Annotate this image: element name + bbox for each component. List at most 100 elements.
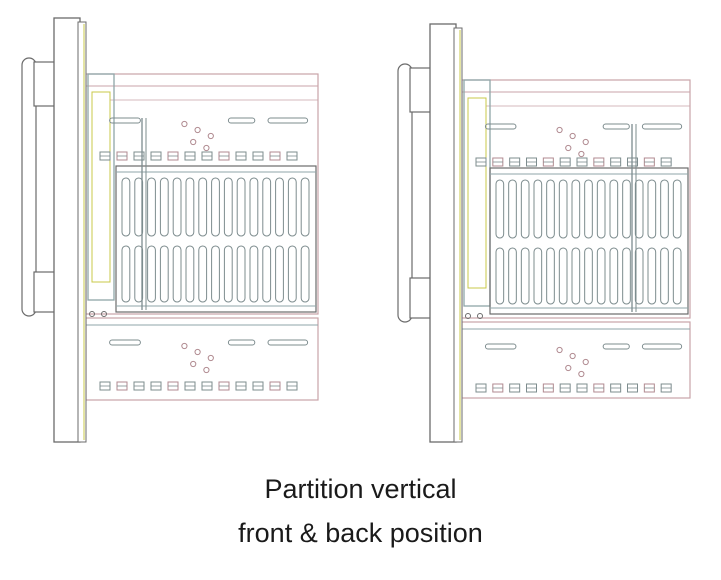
handle-bracket-bottom bbox=[409, 277, 433, 319]
card-slot bbox=[622, 247, 631, 305]
caption-line-2: front & back position bbox=[238, 518, 483, 548]
port bbox=[578, 150, 585, 158]
card-slot bbox=[520, 247, 530, 305]
handle-bar bbox=[397, 63, 413, 323]
card-slot bbox=[287, 177, 297, 237]
card-slot bbox=[533, 179, 543, 239]
port bbox=[194, 348, 201, 356]
card-slot bbox=[147, 245, 156, 303]
card-slot bbox=[634, 179, 644, 239]
connector-row-bottom bbox=[475, 343, 683, 393]
connector-row-top bbox=[99, 117, 309, 161]
card-slot bbox=[660, 179, 669, 239]
card-slot bbox=[147, 177, 156, 237]
connector bbox=[267, 117, 309, 124]
card-slot bbox=[520, 179, 530, 239]
card-slot bbox=[647, 179, 657, 239]
slot-row-upper bbox=[121, 177, 310, 237]
card-slot bbox=[558, 247, 568, 305]
card-slot bbox=[300, 245, 310, 303]
card-slot bbox=[584, 247, 593, 305]
card-slot bbox=[609, 179, 619, 239]
port bbox=[203, 144, 210, 152]
connector bbox=[109, 339, 141, 346]
card-slot bbox=[198, 177, 208, 237]
connector bbox=[227, 117, 256, 124]
connector bbox=[484, 123, 517, 130]
card-slot bbox=[533, 247, 543, 305]
slot-row-upper bbox=[495, 179, 682, 239]
card-slot bbox=[198, 245, 208, 303]
card-slot bbox=[262, 245, 272, 303]
card-slot bbox=[223, 245, 233, 303]
card-slot bbox=[236, 245, 246, 303]
card-slot bbox=[300, 177, 310, 237]
front-position-view bbox=[21, 17, 319, 443]
card-slot bbox=[647, 247, 657, 305]
card-slot bbox=[508, 247, 517, 305]
card-slot bbox=[546, 179, 555, 239]
handle-bracket-top bbox=[409, 67, 433, 113]
chassis-upper bbox=[85, 73, 319, 315]
connector-row-top bbox=[475, 123, 683, 167]
port bbox=[569, 132, 576, 140]
port bbox=[190, 360, 197, 368]
card-slot-area bbox=[489, 167, 689, 315]
connector bbox=[641, 123, 683, 130]
slot-row-lower bbox=[495, 247, 682, 305]
card-slot bbox=[249, 245, 259, 303]
handle-bracket-top bbox=[33, 61, 57, 107]
port bbox=[207, 132, 214, 140]
port bbox=[582, 358, 589, 366]
card-slot bbox=[134, 177, 144, 237]
connector-row-bottom bbox=[99, 339, 309, 391]
port bbox=[181, 120, 188, 128]
port bbox=[582, 138, 589, 146]
handle-bracket-bottom bbox=[33, 271, 57, 313]
card-slot-area bbox=[115, 165, 317, 313]
port bbox=[565, 364, 572, 372]
card-slot bbox=[571, 179, 581, 239]
connector bbox=[267, 339, 309, 346]
card-slot bbox=[672, 247, 682, 305]
card-slot bbox=[275, 245, 284, 303]
card-slot bbox=[546, 247, 555, 305]
port bbox=[194, 126, 201, 134]
card-slot bbox=[211, 177, 220, 237]
connector bbox=[484, 343, 517, 350]
front-panel bbox=[53, 17, 81, 443]
front-panel bbox=[429, 23, 457, 443]
connector bbox=[641, 343, 683, 350]
card-slot bbox=[596, 179, 606, 239]
card-slot bbox=[609, 247, 619, 305]
port bbox=[556, 126, 563, 134]
connector bbox=[602, 123, 630, 130]
card-slot bbox=[287, 245, 297, 303]
card-slot bbox=[672, 179, 682, 239]
card-slot bbox=[121, 245, 131, 303]
card-slot bbox=[634, 247, 644, 305]
card-slot bbox=[159, 245, 169, 303]
chassis-lower bbox=[461, 321, 691, 399]
connector bbox=[602, 343, 630, 350]
card-slot bbox=[275, 177, 284, 237]
card-slot bbox=[508, 179, 517, 239]
connector bbox=[227, 339, 256, 346]
card-slot bbox=[159, 177, 169, 237]
port bbox=[578, 370, 585, 378]
card-slot bbox=[223, 177, 233, 237]
port bbox=[556, 346, 563, 354]
port bbox=[190, 138, 197, 146]
card-slot bbox=[596, 247, 606, 305]
card-slot bbox=[262, 177, 272, 237]
card-slot bbox=[134, 245, 144, 303]
card-slot bbox=[121, 177, 131, 237]
card-slot bbox=[622, 179, 631, 239]
slot-row-lower bbox=[121, 245, 310, 303]
card-slot bbox=[571, 247, 581, 305]
port bbox=[203, 366, 210, 374]
card-slot bbox=[495, 247, 505, 305]
chassis-diagram bbox=[21, 17, 691, 443]
card-slot bbox=[558, 179, 568, 239]
back-position-view bbox=[397, 23, 691, 443]
